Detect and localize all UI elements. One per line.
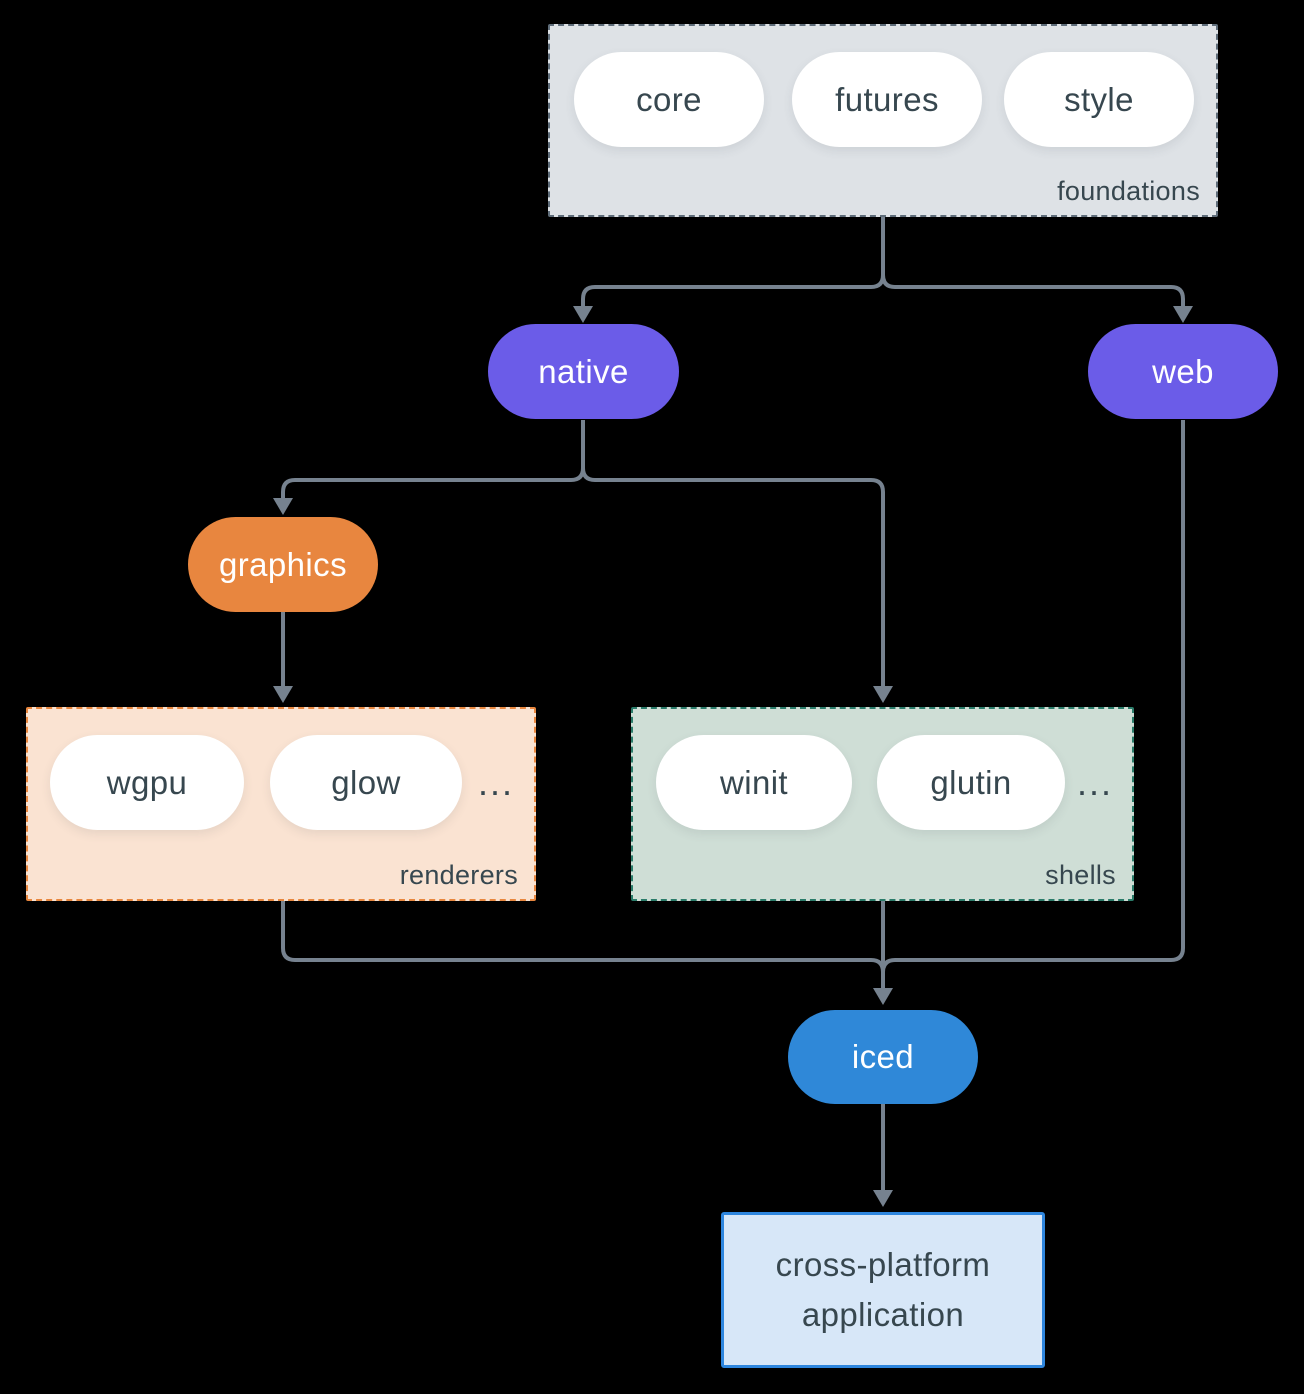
node-core: core <box>574 52 764 147</box>
edge-native-graphics <box>281 420 585 499</box>
arrowhead-shells <box>873 686 893 703</box>
shells-group: winit glutin ... shells <box>631 707 1134 901</box>
node-wgpu: wgpu <box>50 735 244 830</box>
arrowhead-web <box>1173 306 1193 323</box>
node-winit: winit <box>656 735 852 830</box>
arrowhead-renderers <box>273 686 293 703</box>
node-core-label: core <box>636 80 702 118</box>
node-winit-label: winit <box>719 763 789 801</box>
node-glutin: glutin <box>877 735 1065 830</box>
edge-native-shells <box>581 420 885 687</box>
application-line-2: application <box>801 1296 965 1333</box>
node-futures: futures <box>792 52 982 147</box>
node-wgpu-label: wgpu <box>106 763 188 801</box>
edge-renderers-iced <box>281 901 885 973</box>
node-graphics-label: graphics <box>219 545 347 583</box>
edge-foundations-native <box>581 217 885 307</box>
arrowhead-graphics <box>273 498 293 515</box>
arrowhead-application <box>873 1190 893 1207</box>
node-style: style <box>1004 52 1194 147</box>
node-futures-label: futures <box>835 80 939 118</box>
renderers-ellipsis: ... <box>477 761 514 803</box>
node-iced-label: iced <box>851 1038 915 1075</box>
renderers-group: wgpu glow ... renderers <box>26 707 536 901</box>
foundations-group: core futures style foundations <box>548 24 1218 217</box>
shells-group-label: shells <box>1045 860 1116 890</box>
node-native-label: native <box>538 352 629 390</box>
application-line-1: cross-platform <box>775 1246 991 1283</box>
renderers-group-label: renderers <box>399 860 518 890</box>
arrowhead-native <box>573 306 593 323</box>
node-iced: iced <box>788 1010 978 1104</box>
foundations-group-label: foundations <box>1057 176 1200 206</box>
node-application: cross-platform application <box>721 1212 1045 1368</box>
node-glow-label: glow <box>331 763 401 801</box>
node-web: web <box>1088 324 1278 419</box>
edge-foundations-web <box>881 217 1185 307</box>
shells-ellipsis: ... <box>1076 761 1113 803</box>
node-native: native <box>488 324 679 419</box>
node-web-label: web <box>1152 352 1214 390</box>
node-graphics: graphics <box>188 517 378 612</box>
node-glutin-label: glutin <box>930 763 1012 801</box>
arrowhead-iced <box>873 988 893 1005</box>
node-style-label: style <box>1064 80 1134 118</box>
node-glow: glow <box>270 735 462 830</box>
